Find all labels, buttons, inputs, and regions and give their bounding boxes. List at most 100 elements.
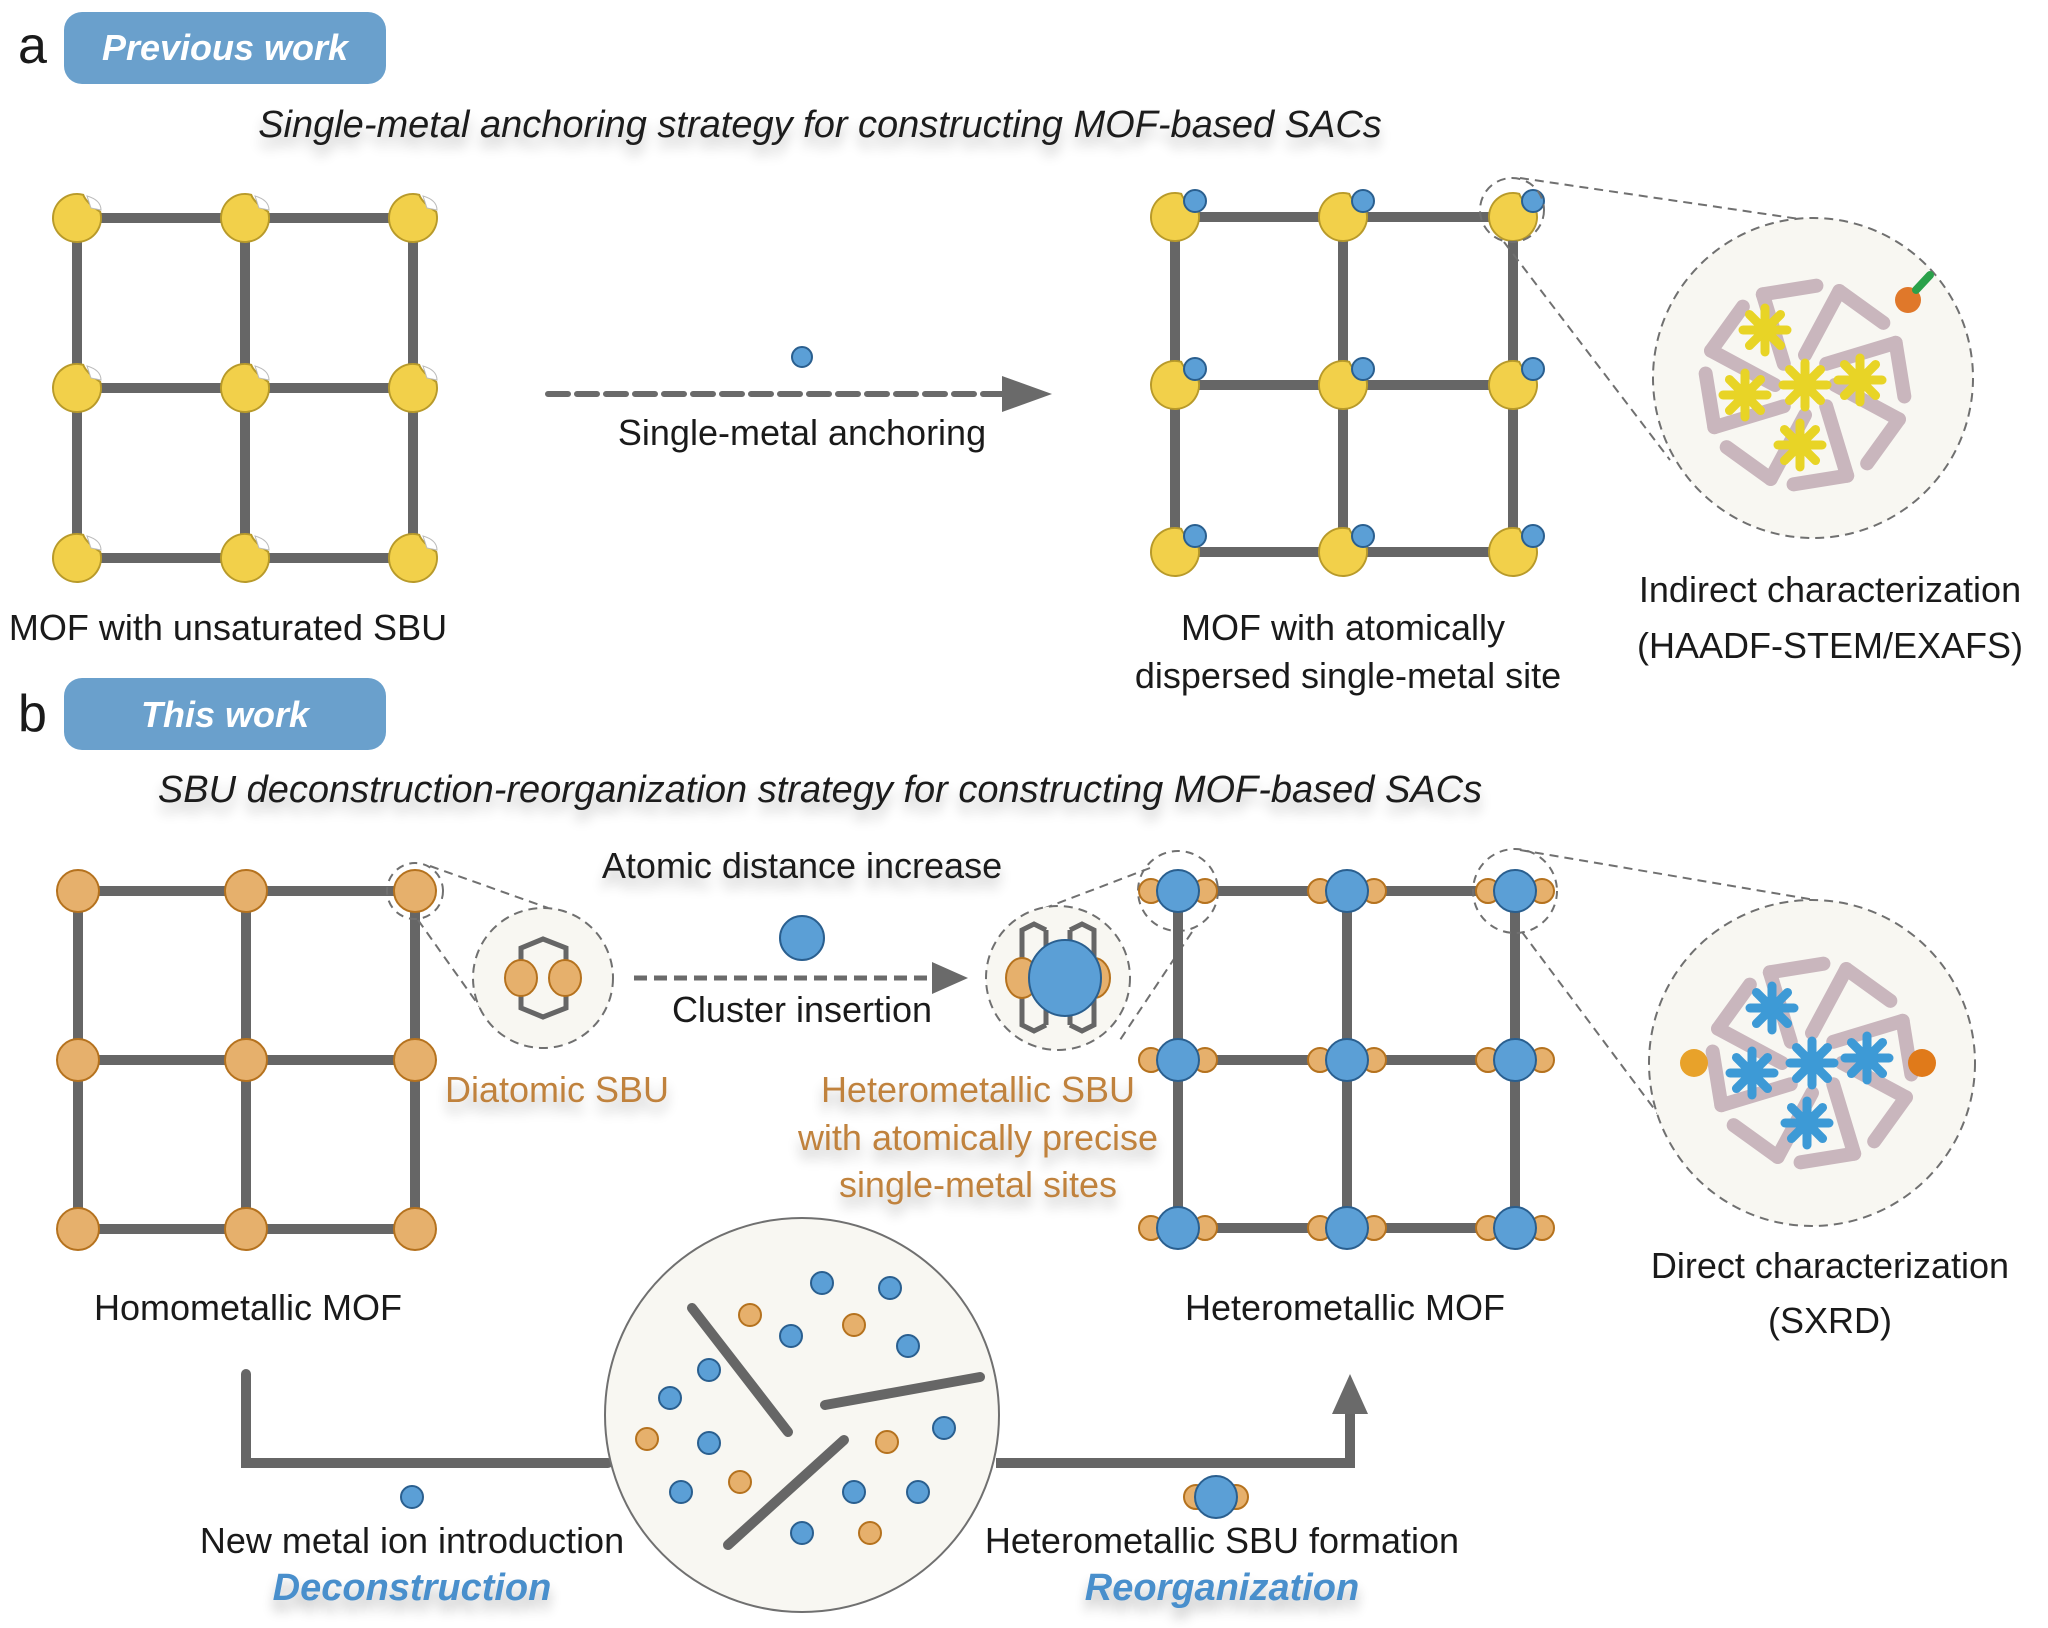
sticker-curl xyxy=(254,195,270,211)
anchored-single-metal-atom xyxy=(1183,189,1207,213)
atomic-distance-label: Atomic distance increase xyxy=(602,845,1002,886)
sticker-curl xyxy=(254,535,270,551)
unsaturated-sbu-node xyxy=(220,363,270,413)
sticker-curl xyxy=(86,535,102,551)
free-orange-ion xyxy=(738,1303,762,1327)
this-work-tag xyxy=(64,678,386,750)
inserted-metal-cluster-icon xyxy=(779,915,825,961)
heterometallic-sbu-node xyxy=(1156,1206,1200,1250)
unsaturated-sbu-node xyxy=(52,363,102,413)
zoom-guide-line-top xyxy=(1519,177,1821,223)
sticker-curl xyxy=(254,365,270,381)
anchored-single-metal-atom xyxy=(1521,189,1545,213)
diatomic-guide-line-bottom xyxy=(417,919,483,1011)
framework-rod xyxy=(1719,440,1778,486)
new-metal-ion-label: New metal ion introduction xyxy=(200,1520,624,1561)
framework-rod xyxy=(1832,284,1891,330)
sticker-curl xyxy=(422,535,438,551)
single-metal-atom-icon xyxy=(791,346,813,368)
anchored-single-metal-atom xyxy=(1521,524,1545,548)
free-blue-ion xyxy=(790,1521,814,1545)
zoom-guide-line-bottom xyxy=(1503,241,1671,461)
heterometallic-sbu-node xyxy=(1493,1206,1537,1250)
metal-cluster-node xyxy=(1784,364,1826,406)
free-orange-ion xyxy=(842,1313,866,1337)
heterometallic-sbu-node xyxy=(1493,869,1537,913)
metal-cluster-node xyxy=(1731,1052,1773,1094)
framework-rod xyxy=(1705,1044,1729,1113)
panel-a-letter: a xyxy=(18,17,47,75)
single-site-mof-grid xyxy=(1150,189,1545,577)
unsaturated-sbu-node xyxy=(52,193,102,243)
unsaturated-sbu-node xyxy=(388,533,438,583)
unsaturated-sbu-node xyxy=(388,193,438,243)
diatomic-sbu-node xyxy=(56,1207,100,1251)
reorganization-path xyxy=(996,1410,1355,1468)
free-blue-ion xyxy=(906,1480,930,1504)
this-work-tag-label: This work xyxy=(141,694,311,735)
deconstruction-path xyxy=(241,1369,613,1468)
free-blue-ion xyxy=(810,1271,834,1295)
sticker-curl xyxy=(86,195,102,211)
diatomic-sbu-node xyxy=(393,869,437,913)
panel-b-subtitle: SBU deconstruction-reorganization strate… xyxy=(158,769,1482,811)
anchored-single-metal-atom xyxy=(1183,357,1207,381)
cluster-insertion-label: Cluster insertion xyxy=(672,989,932,1030)
anchored-single-metal-atom xyxy=(1183,524,1207,548)
anchoring-arrow-head-icon xyxy=(1002,376,1052,412)
framework-rod xyxy=(1755,278,1824,302)
single-metal-site-left xyxy=(1680,1049,1708,1077)
free-blue-ion xyxy=(658,1386,682,1410)
panel-a: a Previous work Single-metal anchoring s… xyxy=(9,12,2023,696)
free-orange-ion xyxy=(635,1427,659,1451)
solution-intermediate-circle xyxy=(604,1217,1000,1613)
framework-rod xyxy=(1726,1118,1785,1164)
anchored-single-metal-atom xyxy=(1351,357,1375,381)
heterometallic-sbu-node xyxy=(1325,1206,1369,1250)
cluster-structure-blue-icon xyxy=(1680,956,1936,1170)
anchored-single-metal-atom xyxy=(1351,189,1375,213)
diatomic-sbu-node xyxy=(393,1207,437,1251)
metal-cluster-node xyxy=(1724,374,1766,416)
free-blue-ion xyxy=(842,1480,866,1504)
hetero-guide-line-top xyxy=(1039,867,1151,911)
free-blue-ion xyxy=(697,1431,721,1455)
unsaturated-sbu-node xyxy=(220,533,270,583)
framework-rod xyxy=(1711,977,1757,1036)
reorganization-arrow-head-icon xyxy=(1332,1374,1368,1414)
metal-cluster-node xyxy=(1791,1042,1833,1084)
framework-rod xyxy=(1860,412,1906,471)
diatomic-sbu-node xyxy=(393,1038,437,1082)
panel-b-letter: b xyxy=(18,685,47,743)
single-metal-site-right xyxy=(1908,1049,1936,1077)
framework-rod xyxy=(1786,468,1855,492)
heterometallic-mof-label: Heterometallic MOF xyxy=(1185,1287,1505,1328)
single-site-mof-label-line-1: MOF with atomically xyxy=(1181,607,1505,648)
free-orange-ion xyxy=(858,1521,882,1545)
unsaturated-sbu-node xyxy=(52,533,102,583)
framework-rod xyxy=(1793,1146,1862,1170)
previous-work-tag xyxy=(64,12,386,84)
anchoring-arrow-label: Single-metal anchoring xyxy=(618,412,986,453)
unsaturated-mof-label: MOF with unsaturated SBU xyxy=(9,607,447,648)
panel-b: b This work SBU deconstruction-reorganiz… xyxy=(18,678,2009,1613)
framework-rod xyxy=(1888,335,1912,404)
framework-rod xyxy=(1819,399,1855,483)
metal-cluster-node xyxy=(1786,1102,1828,1144)
metal-cluster-node xyxy=(1779,424,1821,466)
free-blue-ion xyxy=(779,1324,803,1348)
framework-rod xyxy=(1762,956,1831,980)
diatomic-sbu-node xyxy=(56,869,100,913)
free-linker xyxy=(820,1372,985,1410)
sticker-curl xyxy=(86,365,102,381)
diatomic-sbu-label: Diatomic SBU xyxy=(445,1069,669,1110)
diatomic-source-ring xyxy=(386,862,444,920)
diatomic-sbu-node xyxy=(56,1038,100,1082)
free-blue-ion xyxy=(932,1416,956,1440)
direct-characterization-label-line-1: Direct characterization xyxy=(1651,1245,2009,1286)
free-blue-ion xyxy=(878,1276,902,1300)
metal-cluster-node xyxy=(1751,987,1793,1029)
single-site-mof-label-line-2: dispersed single-metal site xyxy=(1135,655,1561,696)
diatomic-guide-line-top xyxy=(429,865,549,909)
